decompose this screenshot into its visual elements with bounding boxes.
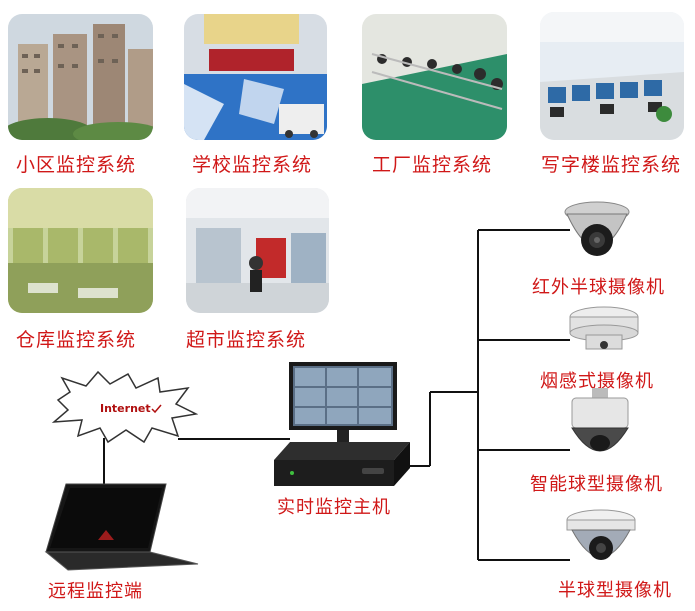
host-label: 实时监控主机	[277, 497, 391, 518]
scene-label-residential: 小区监控系统	[16, 154, 137, 176]
scene-label-office: 写字楼监控系统	[541, 154, 682, 176]
factory-photo	[362, 14, 507, 140]
speed-dome-camera-icon	[566, 388, 634, 468]
scene-label-supermarket: 超市监控系统	[186, 329, 307, 351]
camera-label-smoke: 烟感式摄像机	[540, 371, 654, 392]
camera-label-ir-dome: 红外半球摄像机	[532, 277, 665, 298]
supermarket-photo	[186, 188, 329, 313]
office-photo	[540, 12, 684, 140]
laptop-icon	[38, 482, 200, 572]
scene-label-factory: 工厂监控系统	[372, 154, 493, 176]
school-photo	[184, 14, 327, 140]
scene-label-school: 学校监控系统	[192, 154, 313, 176]
remote-client-label: 远程监控端	[48, 581, 143, 602]
dome-camera-icon	[564, 508, 638, 578]
ir-dome-camera-icon	[562, 200, 632, 270]
camera-label-dome: 半球型摄像机	[558, 580, 672, 601]
monitor-icon	[287, 360, 399, 452]
residential-photo	[8, 14, 153, 140]
internet-label: Internet	[100, 402, 151, 415]
scene-label-warehouse: 仓库监控系统	[16, 329, 137, 351]
smoke-detector-camera-icon	[568, 305, 640, 355]
camera-label-speed-dome: 智能球型摄像机	[530, 474, 663, 495]
warehouse-photo	[8, 188, 153, 313]
dvr-host-icon	[272, 440, 412, 490]
internet-cloud-icon: Internet	[48, 370, 199, 445]
